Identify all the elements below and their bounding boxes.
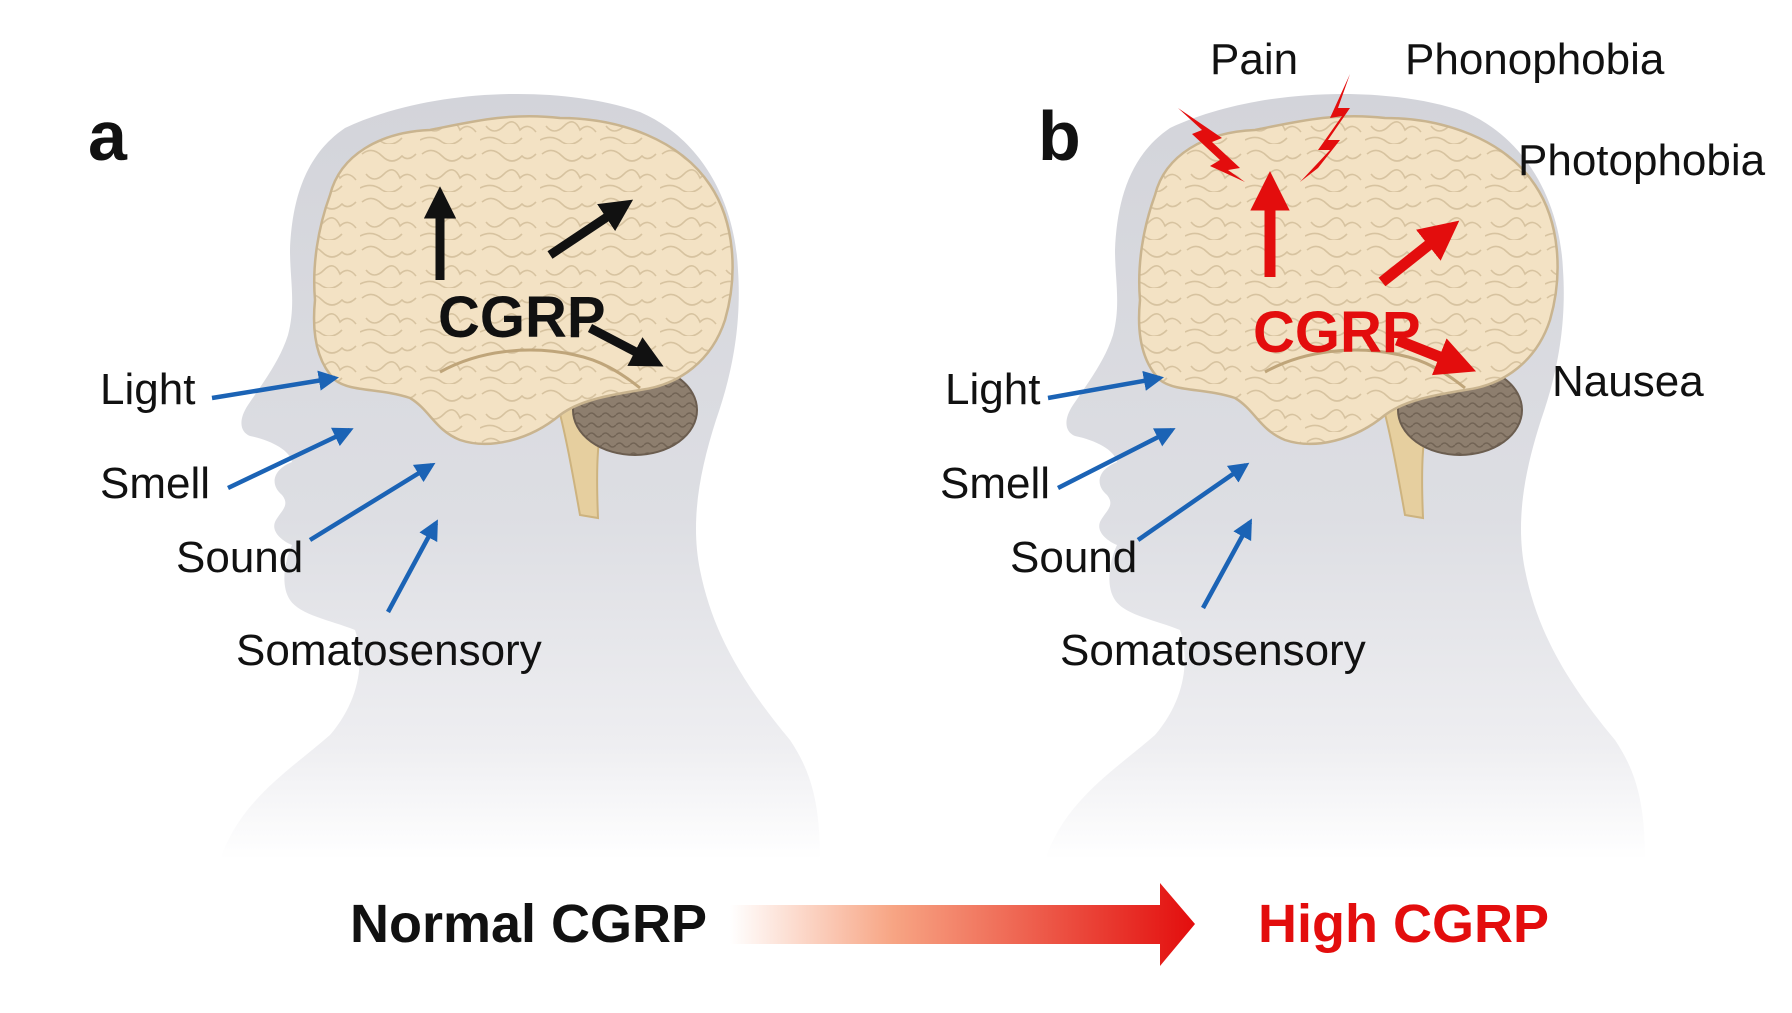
input-arrow-somatosensory xyxy=(1201,518,1252,610)
high-arrow-right xyxy=(1394,334,1477,376)
outcome-label-photophobia: Photophobia xyxy=(1518,136,1766,185)
footer-normal-cgrp: Normal CGRP xyxy=(350,894,707,954)
outcome-label-nausea: Nausea xyxy=(1552,357,1704,406)
input-arrow-sound xyxy=(1136,462,1250,542)
input-label-somatosensory: Somatosensory xyxy=(236,626,542,675)
input-arrow-smell xyxy=(227,427,354,491)
input-label-light: Light xyxy=(100,365,195,414)
outcome-label-pain: Pain xyxy=(1210,35,1298,84)
panel-a: a CGRP Light Smell Sound Somatosensory xyxy=(88,93,820,861)
outcome-label-phonophobia: Phonophobia xyxy=(1405,35,1665,84)
panel-letter-a: a xyxy=(88,97,128,175)
input-label-smell: Smell xyxy=(940,459,1050,508)
input-label-sound: Sound xyxy=(1010,533,1137,582)
normal-arrow-right xyxy=(587,324,664,367)
transition-arrow-icon xyxy=(730,883,1195,966)
input-label-smell: Smell xyxy=(100,459,210,508)
footer-high-cgrp: High CGRP xyxy=(1258,894,1549,954)
cgrp-label-normal: CGRP xyxy=(438,285,606,350)
lightning-bolt-icon xyxy=(1178,108,1245,182)
input-label-light: Light xyxy=(945,365,1040,414)
panel-letter-b: b xyxy=(1038,97,1081,175)
input-arrow-somatosensory xyxy=(386,519,438,614)
input-arrow-light xyxy=(211,370,339,401)
footer: Normal CGRP High CGRP xyxy=(350,883,1549,966)
panel-b: b CGRP Pain Phonophobia Photophobia Naus… xyxy=(940,35,1766,861)
input-arrow-light xyxy=(1047,370,1164,401)
normal-arrow-upright xyxy=(547,199,634,259)
input-arrow-smell xyxy=(1056,427,1176,491)
high-arrow-upright xyxy=(1378,220,1460,287)
cgrp-label-high: CGRP xyxy=(1253,300,1421,365)
input-label-sound: Sound xyxy=(176,533,303,582)
input-arrow-sound xyxy=(308,462,436,542)
input-label-somatosensory: Somatosensory xyxy=(1060,626,1366,675)
